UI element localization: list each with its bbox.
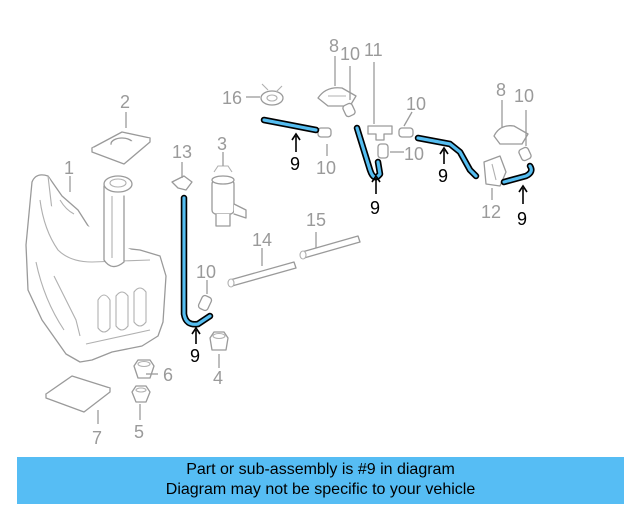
callout-8-right: 8 — [496, 80, 506, 100]
callout-8-left: 8 — [329, 36, 339, 56]
foam-pad — [45, 375, 111, 413]
callout-9-c: 9 — [438, 166, 448, 186]
hose-tube-14 — [227, 261, 297, 288]
washer-nozzle-right — [493, 125, 529, 145]
callout-13: 13 — [172, 142, 192, 162]
hose-9-highlight — [180, 116, 535, 328]
callout-10-b: 10 — [406, 94, 426, 114]
washer-nozzle-left — [317, 87, 357, 107]
callout-10-e: 10 — [514, 86, 534, 106]
hose-tube-15 — [299, 235, 361, 260]
leader-lines — [69, 56, 527, 424]
callout-9-e: 9 — [190, 346, 200, 366]
callout-6: 6 — [163, 365, 173, 385]
callout-10-a: 10 — [340, 44, 360, 64]
grommet-small — [131, 385, 151, 403]
callout-15: 15 — [306, 210, 326, 230]
callout-16: 16 — [222, 88, 242, 108]
callout-7: 7 — [92, 428, 102, 448]
plug — [133, 359, 155, 379]
retaining-clip — [260, 83, 284, 106]
callout-2: 2 — [120, 92, 130, 112]
callout-10-f: 10 — [196, 262, 216, 282]
washer-reservoir — [25, 174, 167, 363]
reservoir-cap — [91, 131, 151, 165]
callout-1: 1 — [64, 158, 74, 178]
hose-clip — [171, 175, 193, 191]
callout-3: 3 — [217, 134, 227, 154]
callout-12: 12 — [481, 202, 501, 222]
callout-9-a: 9 — [290, 154, 300, 174]
washer-pump — [211, 165, 247, 227]
callout-10-c: 10 — [316, 158, 336, 178]
callout-10-d: 10 — [404, 144, 424, 164]
callout-9-b: 9 — [370, 198, 380, 218]
t-connector — [367, 125, 393, 141]
callout-5: 5 — [134, 422, 144, 442]
callout-14: 14 — [252, 230, 272, 250]
hose-connector — [197, 102, 532, 312]
callout-4: 4 — [213, 368, 223, 388]
banner-line-2: Diagram may not be specific to your vehi… — [165, 481, 476, 498]
callout-9-arrows — [191, 132, 528, 344]
callout-11: 11 — [364, 40, 383, 60]
callout-9-d: 9 — [517, 209, 527, 229]
parts-diagram: 1 2 3 4 5 6 7 8 8 9 9 9 9 9 10 10 10 10 … — [25, 36, 535, 448]
banner-line-1: Part or sub-assembly is #9 in diagram — [186, 461, 455, 478]
info-banner: Part or sub-assembly is #9 in diagram Di… — [17, 457, 624, 504]
grommet — [209, 331, 229, 351]
